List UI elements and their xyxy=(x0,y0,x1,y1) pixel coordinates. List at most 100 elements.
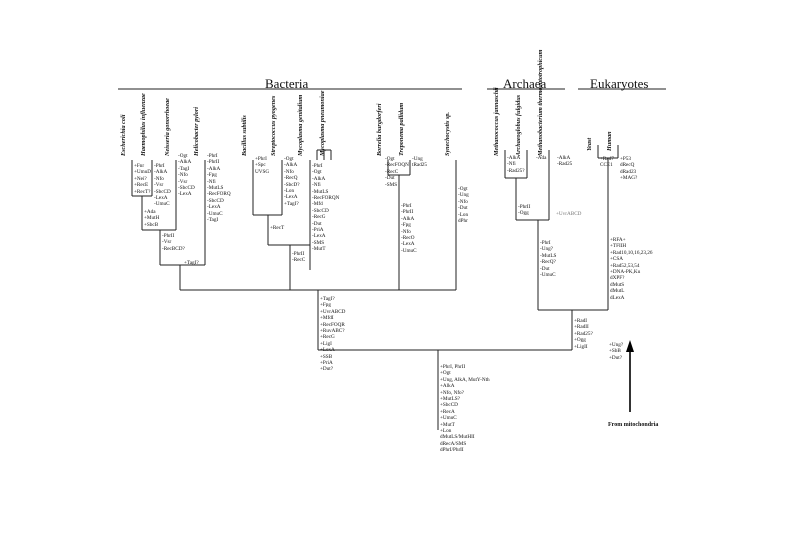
gene-entry: +SbcB xyxy=(144,221,159,228)
gene-entry: -Ung xyxy=(412,156,423,162)
gene-entry: -Ung xyxy=(458,192,469,199)
gene-entry: -SbcCD xyxy=(178,185,195,192)
gene-entry: -Nfi xyxy=(312,182,321,189)
gene-entry: -AlkA xyxy=(312,175,326,182)
gene-entry: -PhrI xyxy=(540,240,551,246)
gene-entry: +TagI? xyxy=(320,296,335,302)
gene-entry: -RecFOQN xyxy=(385,162,409,169)
gene-entry: dRecQ xyxy=(620,162,635,169)
gene-entry: -AlkA xyxy=(154,169,168,176)
gene-entry: +Rad7 xyxy=(600,156,614,162)
gene-entry: -UmuC xyxy=(401,247,417,254)
gene-entry: +RecG xyxy=(320,334,335,341)
gene-entry: +MfdI xyxy=(320,315,334,322)
gene-entry: -LexA xyxy=(284,194,298,201)
gene-entry: +UmuD xyxy=(134,169,152,176)
gene-entry: -LexA xyxy=(312,233,326,240)
species-label: Mycoplasma genitalium xyxy=(297,94,304,156)
gene-entry: dRecA/SMS xyxy=(440,440,467,447)
gene-entry: +Ung, AlkA, MutY-Nth xyxy=(440,376,490,383)
gene-entry: -AlkA xyxy=(507,155,521,161)
gene-entry: UVSG xyxy=(255,168,270,175)
species-label: Yeast xyxy=(586,137,593,151)
gene-entry: dLexA xyxy=(610,294,625,301)
species-label: Synechocystis sp. xyxy=(444,111,451,156)
gene-entry: -TagI xyxy=(178,165,190,172)
gene-entry: -SbcD? xyxy=(284,181,300,188)
gene-entry: +TagI? xyxy=(284,200,299,207)
gene-entry: -RecC xyxy=(292,257,306,264)
gene-list-arch-pair: -PhrII-Ogg xyxy=(518,204,530,217)
gene-entry: -Nfo xyxy=(284,168,294,175)
gene-entry: -LexA xyxy=(178,191,192,198)
gene-entry: -SMS xyxy=(385,181,398,188)
gene-entry: +RadII xyxy=(574,324,589,331)
gene-entry: -SbcCD xyxy=(312,207,329,214)
gene-entry: -Lon xyxy=(458,211,469,218)
gene-entry: +SbB xyxy=(609,348,621,355)
gene-entry: -Ogt xyxy=(312,169,322,176)
gene-entry: +Ogt xyxy=(440,370,451,377)
gene-entry: -SbcCD xyxy=(154,188,171,195)
gene-entry: -UmuC xyxy=(540,272,556,279)
gene-entry: +PriA xyxy=(320,360,333,367)
gene-entry: -Dut xyxy=(312,220,322,227)
gene-list-bact-root: +TagI?+Fpg+UvrABCD+MfdI+RecFOQR+RuvABC?+… xyxy=(320,296,345,373)
gene-entry: +RecFOQR xyxy=(320,321,345,328)
gene-list-ae-root: +RadI+RadII+Rad25?+Ogg+LigII xyxy=(574,318,593,350)
species-label: Mycoplasma pneumoniae xyxy=(319,90,326,157)
gene-list-ecoli: +Fnr+UmuD+Nei?+RecE+RecT? xyxy=(134,163,151,195)
gene-list-proteo: -PhrII-Vsr-RecBCD? xyxy=(162,233,185,252)
gene-list-luca: +PhrI, PhrII+Ogt+Ung, AlkA, MutY-Nth+Alk… xyxy=(440,364,490,454)
gene-entry: dMutL xyxy=(610,288,625,295)
gene-entry: -Ogt xyxy=(385,156,395,162)
gene-entry: -RecBCD? xyxy=(162,245,185,252)
gene-entry: -RecO xyxy=(401,235,415,242)
gene-entry: +DNA-PK,Ku xyxy=(610,269,641,276)
gene-entry: +Nei? xyxy=(134,175,147,182)
species-label: Streptococcus pyogenes xyxy=(270,95,277,156)
species-label: Haemophilus influenzae xyxy=(140,93,147,156)
gene-entry: CCE1 xyxy=(600,162,613,169)
gene-entry: -UmuC xyxy=(154,201,170,208)
gene-entry: -MutLS xyxy=(540,252,557,259)
species-label: Treponema pallidum xyxy=(398,102,405,156)
gene-entry: -Ogg xyxy=(518,210,529,217)
gene-entry: +Rad25? xyxy=(574,330,593,337)
gene-entry: +PhrI xyxy=(255,156,267,162)
gene-entry: +Rad10,10,16,23,26 xyxy=(610,249,653,256)
gene-list-bbur: -Ogt-RecFOQN-RecC-Dut-SMS xyxy=(385,156,409,188)
gene-entry: -MutT xyxy=(312,246,326,253)
gene-entry: -RecC xyxy=(385,168,399,175)
gene-entry: -Fpg xyxy=(401,222,411,229)
gene-entry: +P53 xyxy=(620,156,631,162)
gene-entry: +SbcCD xyxy=(440,402,458,409)
gene-list-uvr: +UvrABCD xyxy=(556,211,581,217)
species-label: Methanococcus jannaschii xyxy=(493,87,500,156)
gene-list-gramp-root: -PhrII-RecC xyxy=(292,251,305,264)
gene-entry: -Nfo xyxy=(458,198,468,205)
gene-entry: -RecFORQN xyxy=(312,195,340,202)
gene-list-mgen: -PhrI-Ogt-AlkA-Nfi-MutLS-RecFORQN-Mfd-Sb… xyxy=(312,163,339,253)
gene-entry: -Ung? xyxy=(540,246,553,253)
gene-entry: +RecT? xyxy=(134,188,151,195)
gene-entry: -Nfo xyxy=(154,175,164,182)
gene-list-spyo: -Ogt-AlkA-Nfo-RecQ-SbcD?-Lon-LexA+TagI? xyxy=(284,156,300,207)
gene-entry: dXPF? xyxy=(610,275,625,282)
gene-list-mthermo: -AlkA-Rad25 xyxy=(557,155,572,168)
gene-entry: -TagI xyxy=(207,217,219,224)
gene-entry: +RecT xyxy=(270,225,285,231)
gene-entry: -Rad25 xyxy=(557,161,573,168)
gene-entry: -Nfi xyxy=(207,178,216,185)
gene-entry: -UmuC xyxy=(207,210,223,217)
gene-entry: dPhrI/PhrII xyxy=(440,447,464,454)
gene-entry: +Fpg xyxy=(320,302,331,309)
gene-entry: -LexA xyxy=(154,195,168,202)
gene-entry: -PhrI xyxy=(154,163,165,169)
gene-entry: -Ogt xyxy=(458,186,468,192)
gene-entry: -PhrII xyxy=(162,233,175,239)
domain-bacteria: Bacteria xyxy=(265,76,309,91)
